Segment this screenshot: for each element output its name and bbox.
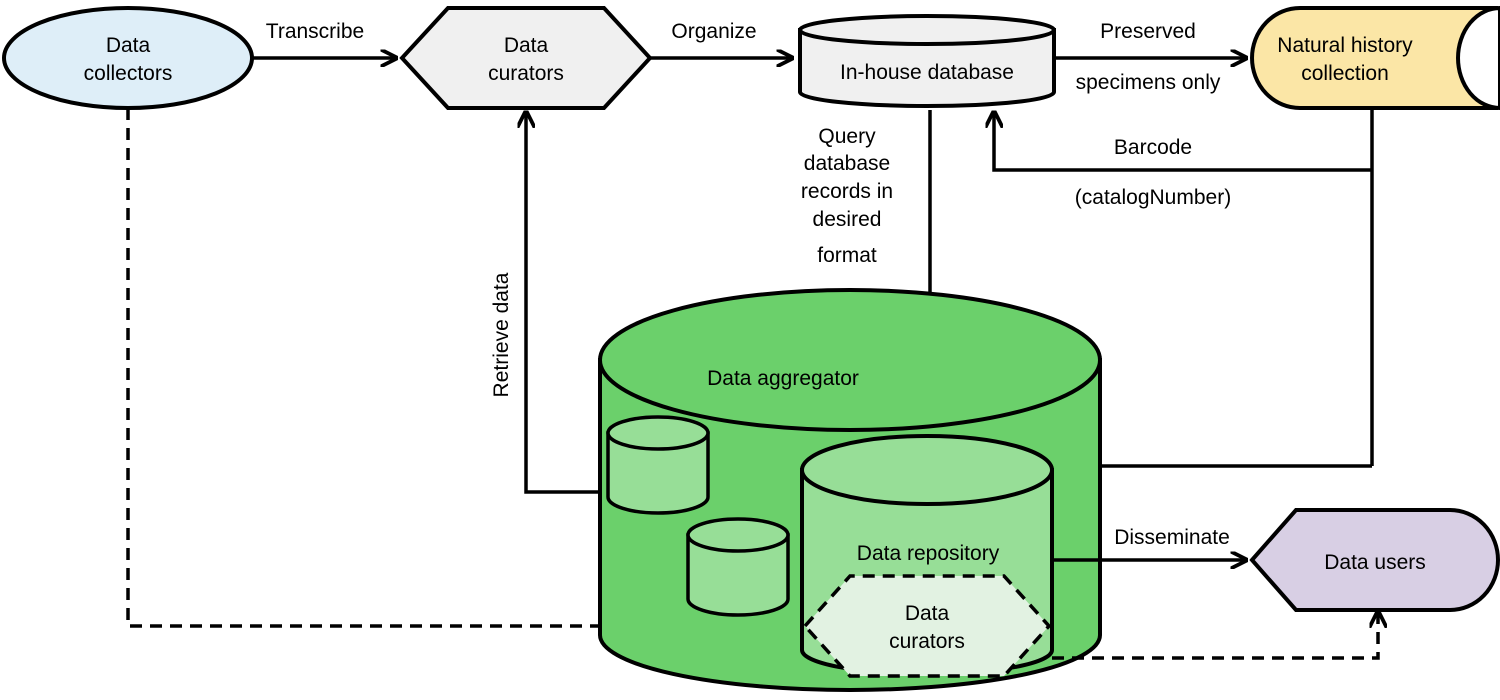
edge-label-transcribe: Transcribe: [266, 20, 364, 43]
data-curators-hexagon: [399, 6, 653, 110]
data-collectors-label-1: Data: [106, 34, 151, 57]
data-curators-label-1: Data: [504, 34, 549, 57]
data-users-label: Data users: [1324, 551, 1426, 574]
edge-label-barcode: Barcode: [1114, 136, 1192, 159]
edge-label-catalog-number: (catalogNumber): [1075, 186, 1231, 209]
in-house-database-label: In-house database: [840, 61, 1014, 84]
data-collectors-label-2: collectors: [84, 62, 173, 85]
edge-label-disseminate: Disseminate: [1114, 526, 1230, 549]
edge-label-query-4: desired: [813, 208, 882, 231]
data-repository-label: Data repository: [857, 542, 1000, 565]
in-house-database-cylinder: [798, 14, 1056, 108]
data-curators-repo-hexagon: [802, 574, 1052, 678]
natural-history-collection-shape: [1250, 5, 1500, 111]
edge-label-organize: Organize: [671, 20, 756, 43]
edge-repository-to-users-dashed: [1052, 612, 1378, 660]
data-collectors-ellipse: [2, 6, 254, 110]
data-curators-repo-label-2: curators: [889, 630, 965, 653]
small-database-cylinder-2: [686, 517, 790, 617]
data-curators-repo-label-1: Data: [905, 602, 950, 625]
data-aggregator-label: Data aggregator: [707, 367, 859, 390]
edge-label-query-2: database: [804, 152, 890, 175]
edge-label-retrieve-data: Retrieve data: [490, 272, 513, 397]
edge-label-query-5: format: [817, 244, 877, 267]
edge-label-query-3: records in: [801, 180, 893, 203]
natural-history-collection-label-2: collection: [1301, 62, 1389, 85]
small-database-cylinder-1: [606, 415, 710, 515]
natural-history-collection-label-1: Natural history: [1277, 34, 1413, 57]
edge-retrieve-data: [526, 112, 604, 494]
edge-label-query-1: Query: [818, 125, 876, 148]
data-users-shape: [1249, 508, 1500, 612]
edge-label-preserved: Preserved: [1100, 20, 1196, 43]
edge-label-specimens-only: specimens only: [1076, 71, 1221, 94]
edge-barcode: [994, 112, 1372, 172]
edge-collectors-dashed: [126, 108, 798, 626]
data-curators-label-2: curators: [488, 62, 564, 85]
